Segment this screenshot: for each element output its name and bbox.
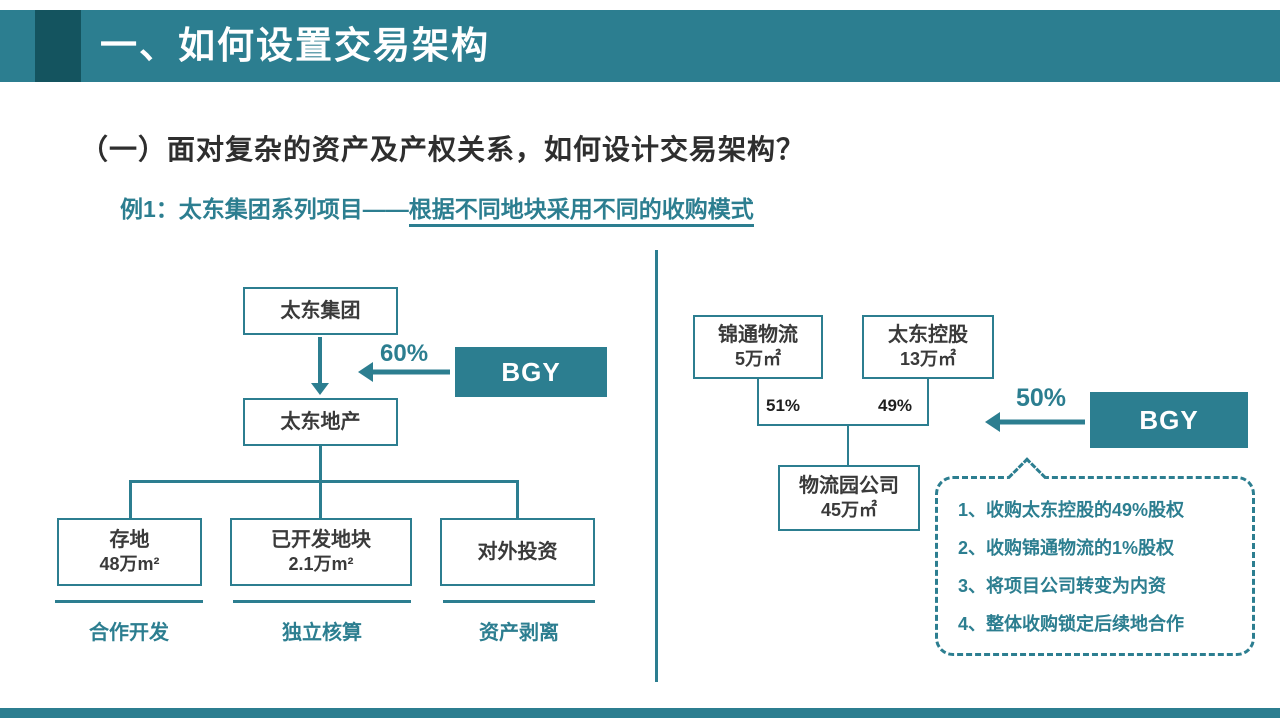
connector-line: [129, 480, 519, 483]
box-taidong-holding: 太东控股 13万㎡: [862, 315, 994, 379]
title-bar: [0, 10, 1280, 82]
box-taidong-realestate: 太东地产: [243, 398, 398, 446]
example-highlight: 根据不同地块采用不同的收购模式: [408, 196, 754, 227]
arrow-head: [311, 383, 329, 395]
box-external-investment: 对外投资: [440, 518, 595, 586]
footer-bar: [0, 708, 1280, 718]
box-area: 48万m²: [99, 554, 160, 575]
note-item: 4、整体收购锁定后续地合作: [958, 614, 1185, 634]
box-area: 2.1万m²: [288, 554, 354, 575]
title-accent-square: [35, 10, 81, 82]
bgy-box-left: BGY: [455, 347, 607, 397]
notes-callout: 1、收购太东控股的49%股权 2、收购锦通物流的1%股权 3、将项目公司转变为内…: [935, 457, 1255, 656]
example-line: 例1：太东集团系列项目——根据不同地块采用不同的收购模式: [120, 190, 754, 227]
box-taidong-group: 太东集团: [243, 287, 398, 335]
box-title: 物流园公司: [799, 475, 899, 498]
connector-line: [757, 379, 759, 426]
note-item: 3、将项目公司转变为内资: [958, 576, 1167, 596]
strategy-label-cooperation: 合作开发: [89, 622, 169, 644]
box-title: 已开发地块: [271, 529, 371, 552]
note-item: 1、收购太东控股的49%股权: [958, 500, 1185, 520]
connector-line: [516, 480, 519, 518]
connector-line: [757, 424, 929, 426]
connector-line: [319, 480, 322, 518]
arrow-left-icon: [985, 412, 1085, 432]
box-area: 45万㎡: [820, 500, 878, 521]
arrow-shaft: [373, 369, 450, 375]
arrow-left-icon: [358, 362, 450, 382]
connector-line: [129, 480, 132, 518]
box-area: 13万㎡: [899, 349, 957, 370]
stake-60-label: 60%: [380, 340, 429, 367]
connector-line: [847, 424, 849, 465]
box-title: 存地: [109, 529, 150, 552]
box-area: 5万㎡: [734, 349, 781, 370]
box-reserved-land: 存地 48万m²: [57, 518, 202, 586]
box-logistics-park-company: 物流园公司 45万㎡: [778, 465, 920, 531]
stake-50-label: 50%: [1016, 384, 1067, 412]
arrow-down-icon: [311, 337, 329, 395]
arrow-shaft: [318, 337, 322, 384]
strategy-underline: [233, 600, 411, 603]
stake-51-label: 51%: [766, 396, 801, 415]
connector-line: [319, 446, 322, 480]
note-item: 2、收购锦通物流的1%股权: [958, 538, 1175, 558]
box-jintong-logistics: 锦通物流 5万㎡: [693, 315, 823, 379]
connector-line: [927, 379, 929, 426]
strategy-underline: [443, 600, 595, 603]
example-prefix: 例1：太东集团系列项目——: [120, 196, 409, 222]
section-heading: （一）面对复杂的资产及产权关系，如何设计交易架构？: [80, 134, 806, 165]
arrow-head: [358, 362, 373, 382]
box-developed-land: 已开发地块 2.1万m²: [230, 518, 412, 586]
arrow-head: [985, 412, 1000, 432]
box-title: 太东控股: [888, 324, 968, 347]
box-taidong-group-label: 太东集团: [280, 299, 361, 322]
bgy-box-right: BGY: [1090, 392, 1248, 448]
box-taidong-realestate-label: 太东地产: [280, 410, 361, 433]
strategy-label-independent: 独立核算: [282, 622, 362, 644]
arrow-shaft: [1000, 419, 1085, 425]
strategy-underline: [55, 600, 203, 603]
strategy-label-divestiture: 资产剥离: [479, 622, 559, 644]
slide-title: 一、如何设置交易架构: [100, 25, 490, 66]
box-title: 锦通物流: [718, 324, 798, 347]
box-title: 对外投资: [477, 540, 558, 563]
vertical-divider: [655, 250, 658, 682]
stake-49-label: 49%: [878, 396, 913, 415]
